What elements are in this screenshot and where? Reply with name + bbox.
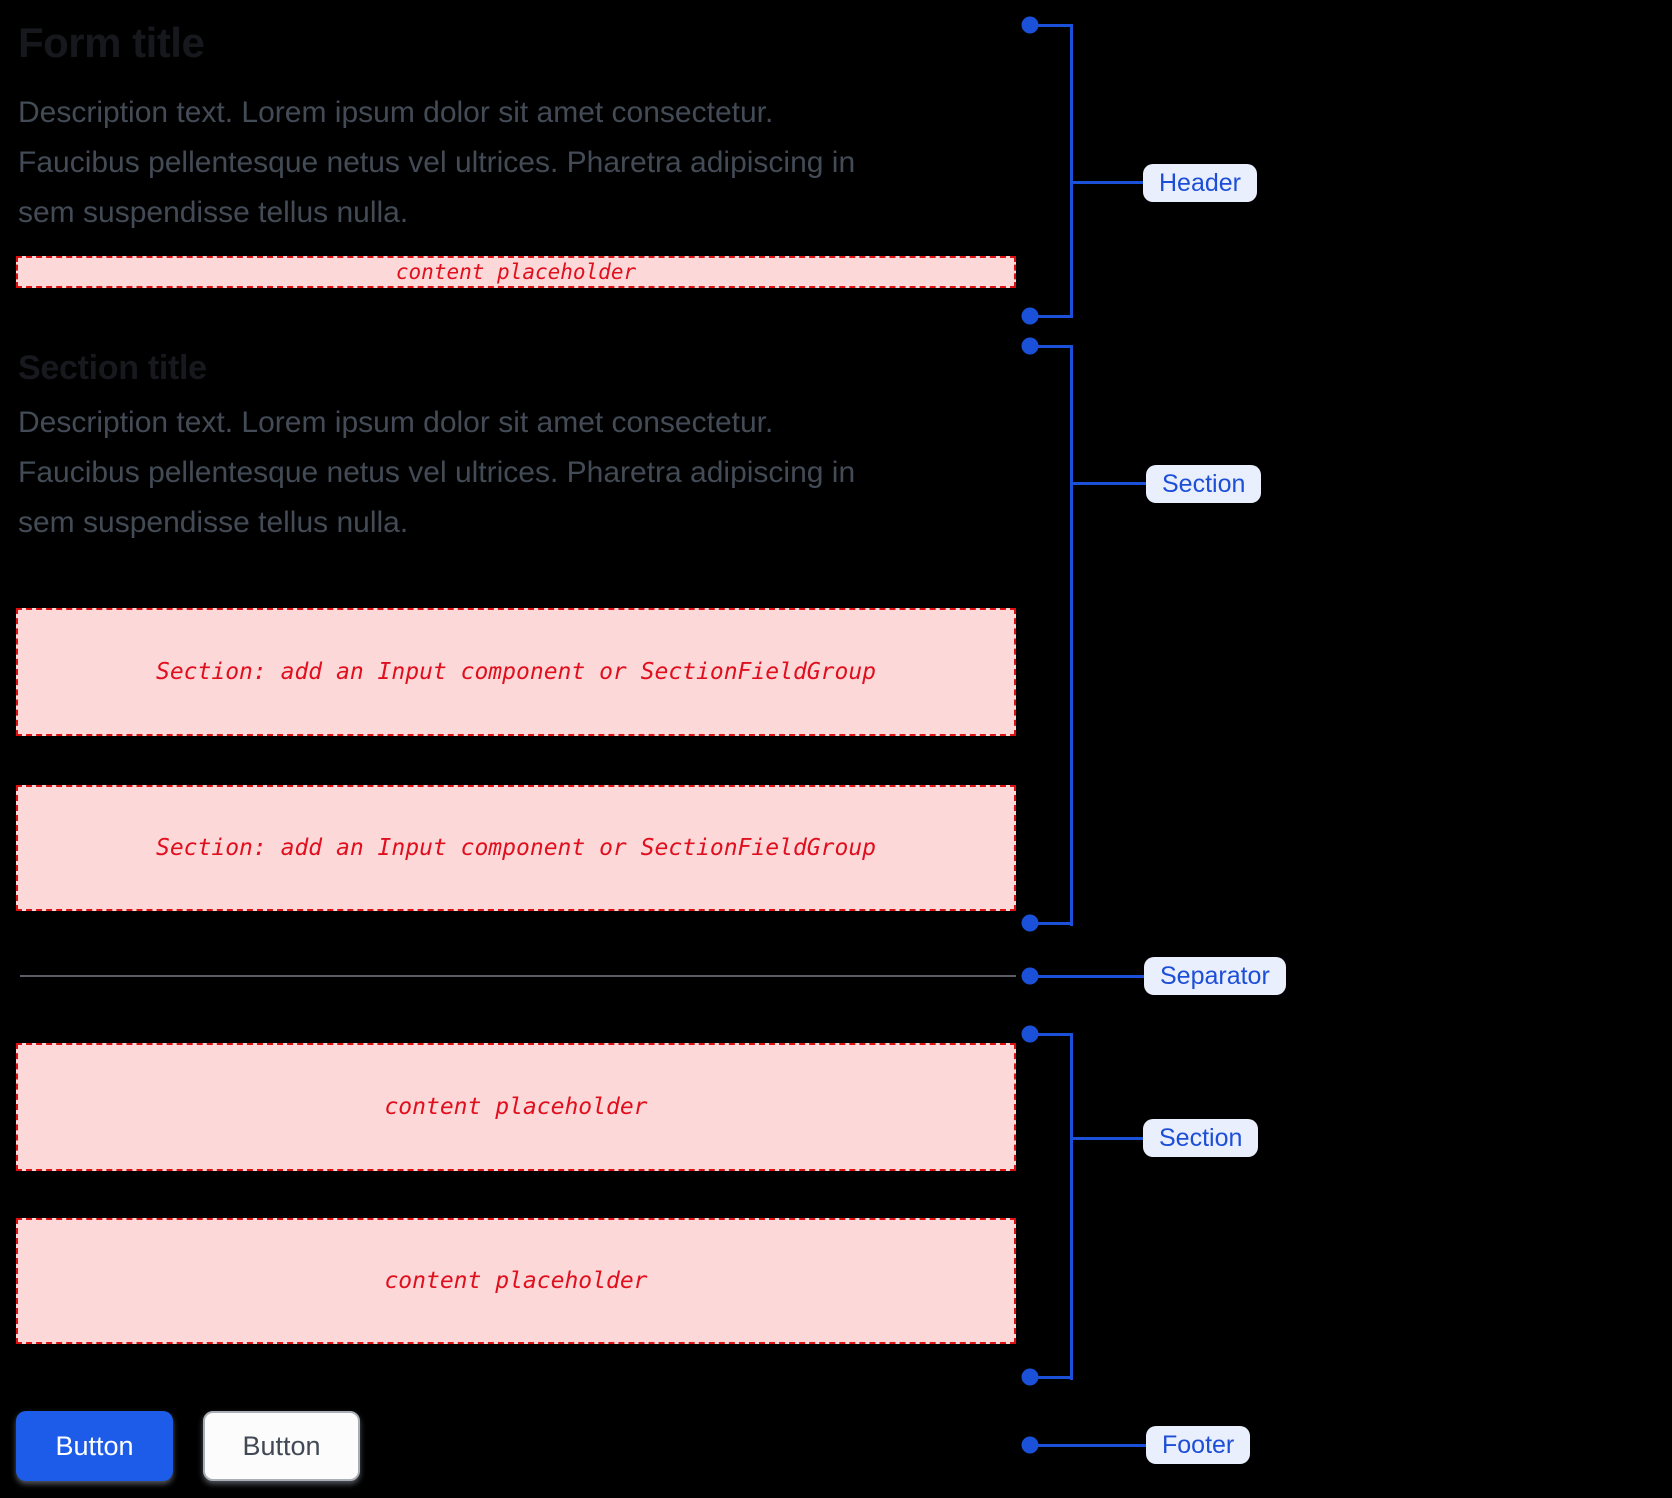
section2-label-connector — [1072, 1136, 1143, 1140]
section-input-placeholder: Section: add an Input component or Secti… — [16, 785, 1016, 911]
section-description: Description text. Lorem ipsum dolor sit … — [18, 398, 938, 548]
primary-button[interactable]: Button — [16, 1411, 173, 1481]
form-description-line: Description text. Lorem ipsum dolor sit … — [18, 96, 774, 129]
section-title: Section title — [18, 349, 207, 387]
header-bracket-bottom-stub — [1030, 314, 1072, 318]
lower-content-placeholder: content placeholder — [16, 1218, 1016, 1344]
section2-bracket-spine — [1070, 1032, 1073, 1380]
section-description-line: Description text. Lorem ipsum dolor sit … — [18, 406, 774, 439]
secondary-button[interactable]: Button — [203, 1411, 360, 1481]
footer-label: Footer — [1146, 1426, 1251, 1464]
header-label: Header — [1143, 164, 1257, 202]
section-description-line: Faucibus pellentesque netus vel ultrices… — [18, 456, 856, 489]
separator-label-connector — [1030, 974, 1144, 978]
section-input-placeholder: Section: add an Input component or Secti… — [16, 608, 1016, 736]
footer-label-connector — [1030, 1443, 1146, 1447]
separator-label: Separator — [1144, 957, 1286, 995]
section2-bracket-bottom-dot — [1021, 1368, 1039, 1386]
section1-bracket-bottom-dot — [1021, 914, 1039, 932]
form-title: Form title — [18, 19, 205, 66]
section1-bracket-spine — [1070, 344, 1073, 926]
form-description-line: sem suspendisse tellus nulla. — [18, 196, 409, 229]
lower-content-placeholder: content placeholder — [16, 1043, 1016, 1171]
form-description-line: Faucibus pellentesque netus vel ultrices… — [18, 146, 856, 179]
header-bracket-spine — [1070, 23, 1073, 318]
section2-bracket-top-stub — [1030, 1032, 1072, 1036]
header-bracket-bottom-dot — [1021, 307, 1039, 325]
header-label-connector — [1072, 181, 1143, 184]
section1-label-connector — [1072, 482, 1146, 485]
section1-bracket-bottom-stub — [1030, 921, 1072, 925]
form-description: Description text. Lorem ipsum dolor sit … — [18, 88, 938, 238]
separator-line — [20, 975, 1016, 977]
section-description-line: sem suspendisse tellus nulla. — [18, 506, 409, 539]
section2-bracket-bottom-stub — [1030, 1375, 1072, 1379]
header-content-placeholder: content placeholder — [16, 256, 1016, 288]
section2-label: Section — [1143, 1119, 1259, 1157]
section1-label: Section — [1146, 465, 1262, 503]
header-bracket-top-stub — [1030, 23, 1072, 27]
section1-bracket-top-stub — [1030, 344, 1072, 348]
